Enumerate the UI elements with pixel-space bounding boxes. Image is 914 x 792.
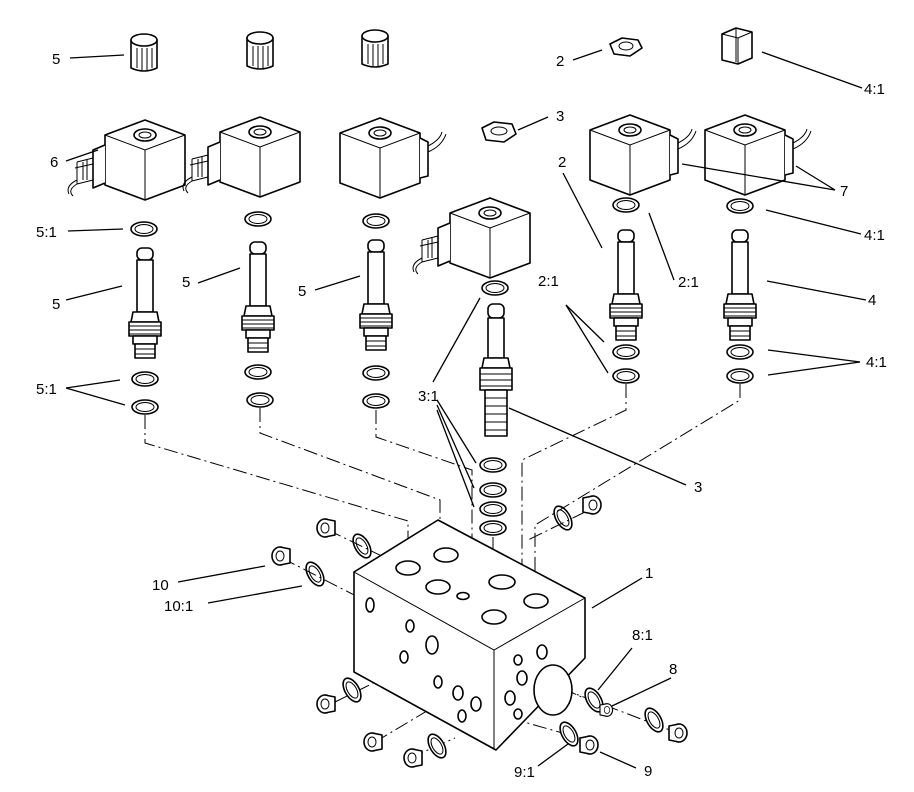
callout-5-a: 5 <box>52 296 60 313</box>
callout-3-low: 3 <box>694 479 702 496</box>
o-ring-a1 <box>130 221 158 237</box>
callout-3-1: 3:1 <box>418 388 439 405</box>
o-ring-e2 <box>612 344 640 360</box>
plug-top-left <box>316 518 336 538</box>
callout-4-1-low: 4:1 <box>866 354 887 371</box>
hex-nut-mid <box>481 121 517 143</box>
o-ring-d2 <box>479 457 507 473</box>
callout-4: 4 <box>868 292 876 309</box>
callout-10: 10 <box>152 577 169 594</box>
callout-4-1-mid: 4:1 <box>864 227 885 244</box>
o-ring-right <box>640 704 668 736</box>
o-ring-a2 <box>131 371 159 387</box>
callout-6: 6 <box>50 154 58 171</box>
callout-5-1-b: 5:1 <box>36 381 57 398</box>
callout-1: 1 <box>645 565 653 582</box>
callout-5-c: 5 <box>298 283 306 300</box>
valve-cartridge-1 <box>128 247 162 359</box>
o-ring-10-1 <box>301 558 329 590</box>
o-ring-bottom-left <box>338 674 366 706</box>
valve-cartridge-center <box>479 303 513 437</box>
plug-bottom-left <box>316 694 336 714</box>
callout-9: 9 <box>644 763 652 780</box>
plug-10 <box>271 546 291 566</box>
plug-small-bottom <box>363 732 383 752</box>
o-ring-b1 <box>244 211 272 227</box>
callout-7: 7 <box>840 183 848 200</box>
plug-9 <box>579 735 599 755</box>
valve-cartridge-3 <box>359 239 393 351</box>
o-ring-e1 <box>612 197 640 213</box>
valve-cartridge-2 <box>241 241 275 353</box>
callout-4-1-top: 4:1 <box>864 81 885 98</box>
callout-3-top: 3 <box>556 108 564 125</box>
solenoid-coil-1 <box>67 119 186 201</box>
o-ring-c1 <box>362 213 390 229</box>
plug-8 <box>599 703 614 717</box>
o-ring-b2 <box>244 364 272 380</box>
callout-10-1: 10:1 <box>164 598 193 615</box>
callout-2-1-b: 2:1 <box>678 274 699 291</box>
callout-2-mid: 2 <box>558 154 566 171</box>
o-ring-bottom <box>423 730 451 762</box>
plug-top-right <box>582 495 602 515</box>
o-ring-f2 <box>726 344 754 360</box>
knob-cap-3 <box>361 29 389 68</box>
valve-cartridge-4 <box>609 229 643 341</box>
solenoid-coil-3 <box>339 117 447 199</box>
o-ring-a3 <box>131 399 159 415</box>
o-ring-e3 <box>612 368 640 384</box>
callout-8-1: 8:1 <box>632 627 653 644</box>
o-ring-c3 <box>362 393 390 409</box>
o-ring-d3 <box>479 482 507 498</box>
plug-right <box>668 723 688 743</box>
callout-9-1: 9:1 <box>514 764 535 781</box>
solenoid-coil-2 <box>182 116 301 198</box>
o-ring-b3 <box>246 392 274 408</box>
callout-5-top: 5 <box>52 51 60 68</box>
solenoid-coil-5 <box>589 114 697 196</box>
callout-2-1-a: 2:1 <box>538 273 559 290</box>
o-ring-d4 <box>479 501 507 517</box>
knob-cap-1 <box>130 33 158 72</box>
hex-nut-top <box>609 37 643 57</box>
plug-bottom <box>403 748 423 768</box>
callout-8: 8 <box>669 661 677 678</box>
o-ring-f3 <box>726 368 754 384</box>
manifold-block <box>353 519 586 751</box>
tall-hex-nut <box>721 27 753 65</box>
o-ring-d5 <box>479 520 507 536</box>
leader-lines <box>65 49 867 769</box>
o-ring-9-1 <box>555 718 583 750</box>
solenoid-coil-4 <box>412 197 531 279</box>
callout-2-top: 2 <box>556 53 564 70</box>
valve-cartridge-5 <box>723 229 757 341</box>
o-ring-d1 <box>481 280 509 296</box>
o-ring-c2 <box>362 365 390 381</box>
callout-5-b: 5 <box>182 274 190 291</box>
o-ring-f1 <box>726 198 754 214</box>
callout-5-1-a: 5:1 <box>36 224 57 241</box>
knob-cap-2 <box>246 31 274 70</box>
